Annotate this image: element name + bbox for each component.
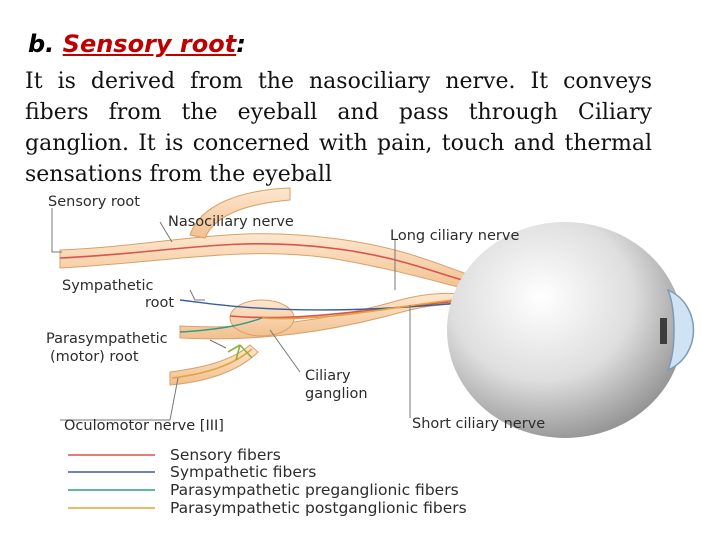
upper-root-body [189, 187, 291, 239]
label-parasympathetic-root-1: Parasympathetic [46, 331, 168, 347]
cornea [666, 288, 695, 372]
label-sympathetic-root-2: root [145, 295, 174, 311]
label-sympathetic-root-1: Sympathetic [62, 278, 154, 294]
section-heading: b. Sensory root: [28, 30, 246, 58]
legend-label-postganglionic: Parasympathetic postganglionic fibers [170, 499, 467, 517]
sympathetic-fiber [179, 299, 471, 311]
label-long-ciliary-nerve: Long ciliary nerve [390, 228, 519, 244]
parasympathetic-root-fiber [227, 344, 253, 361]
legend-label-sympathetic: Sympathetic fibers [170, 463, 316, 481]
heading-prefix: b. [28, 30, 63, 58]
label-short-ciliary-nerve: Short ciliary nerve [412, 416, 545, 432]
label-ciliary-ganglion-2: ganglion [305, 386, 368, 402]
label-parasympathetic-root-2: (motor) root [50, 349, 139, 365]
eyeball [447, 222, 695, 438]
leader-lines [51, 208, 411, 421]
postganglionic-fiber [261, 297, 471, 320]
label-nasociliary-nerve: Nasociliary nerve [168, 214, 294, 230]
legend-label-sensory: Sensory fibers [170, 446, 281, 464]
diagram-labels: Sensory root Nasociliary nerve Long cili… [46, 194, 545, 434]
heading-highlight: Sensory root [62, 30, 237, 58]
description-paragraph: It is derived from the nasociliary nerve… [25, 69, 652, 187]
preganglionic-fiber [179, 317, 263, 333]
oculomotor-fiber [171, 348, 253, 379]
legend-label-preganglionic: Parasympathetic preganglionic fibers [170, 481, 459, 499]
iris [660, 318, 667, 344]
eyeball-globe [447, 222, 683, 438]
sensory-fiber-upper [59, 243, 471, 283]
label-ciliary-ganglion-1: Ciliary [305, 368, 351, 384]
fiber-lines [59, 243, 471, 379]
sensory-fiber-lower [229, 299, 471, 319]
label-oculomotor-nerve: Oculomotor nerve [III] [64, 418, 224, 434]
heading-suffix: : [236, 30, 246, 58]
fiber-legend: Sensory fibers Sympathetic fibers Parasy… [68, 446, 467, 517]
label-sensory-root: Sensory root [48, 194, 140, 210]
